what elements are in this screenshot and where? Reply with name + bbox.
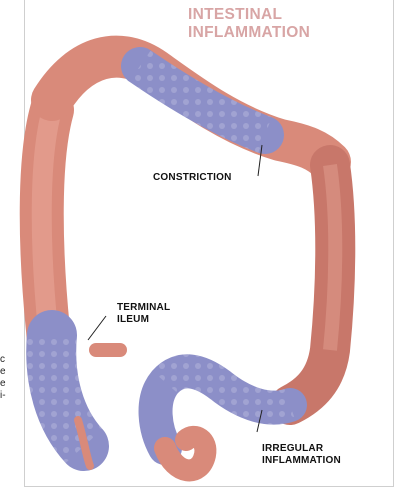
terminal-ileum-leader xyxy=(88,316,106,340)
label-terminal-ileum: TERMINAL ILEUM xyxy=(117,302,170,325)
label-irregular-inflammation: IRREGULAR INFLAMMATION xyxy=(262,443,341,466)
label-constriction: CONSTRICTION xyxy=(153,172,232,184)
side-text-fragment-1: c xyxy=(0,354,5,366)
rectum xyxy=(165,437,205,471)
side-text-fragment-3: e xyxy=(0,378,6,390)
label-terminal-ileum-line-2: ILEUM xyxy=(117,314,170,326)
label-terminal-ileum-line-1: TERMINAL xyxy=(117,302,170,314)
label-irregular-line-2: INFLAMMATION xyxy=(262,455,341,467)
side-text-fragment-4: i- xyxy=(0,390,6,402)
label-irregular-line-1: IRREGULAR xyxy=(262,443,341,455)
side-text-fragment-2: e xyxy=(0,366,6,378)
